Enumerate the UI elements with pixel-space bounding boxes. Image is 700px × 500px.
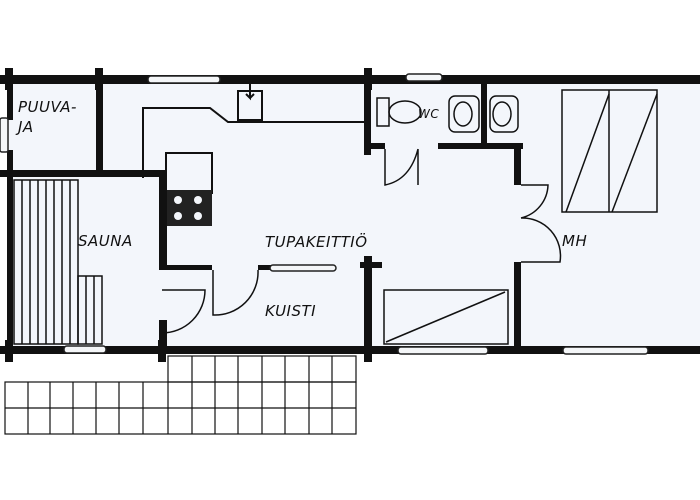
- floor-area: [8, 80, 700, 352]
- room-label-woodshed: PUUVA-: [18, 98, 77, 116]
- windows: [0, 73, 649, 355]
- sauna-benches: [13, 179, 103, 345]
- kitchen-counter: [142, 107, 364, 178]
- doors: [161, 148, 562, 334]
- room-label-wc: WC: [418, 107, 439, 121]
- wc-fixtures: [376, 95, 519, 133]
- terrace-paving: [4, 355, 357, 435]
- stove-icon: [167, 190, 212, 226]
- room-label-porch: KUISTI: [265, 302, 316, 320]
- room-label-living-kitchen: TUPAKEITTIÖ: [265, 232, 368, 251]
- room-label-bedroom: MH: [562, 232, 587, 250]
- room-label-woodshed-2: JA: [15, 118, 34, 136]
- room-label-sauna: SAUNA: [78, 232, 133, 250]
- beds: [383, 89, 658, 345]
- kitchen-sink: [237, 84, 263, 121]
